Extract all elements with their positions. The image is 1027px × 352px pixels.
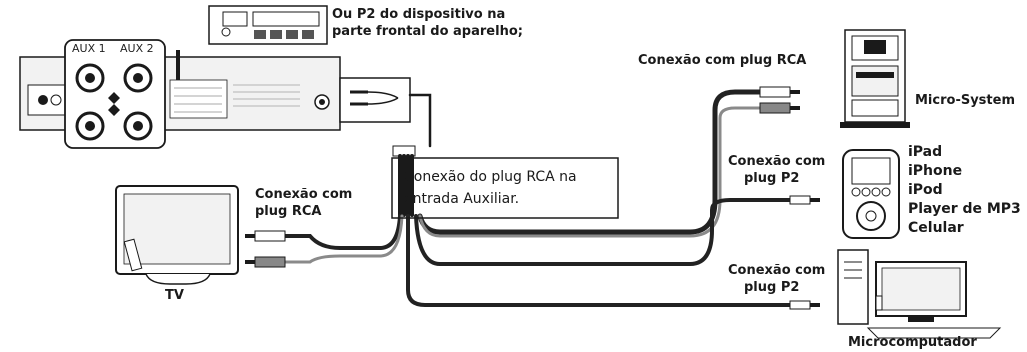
front-note-line-1: Ou P2 do dispositivo na: [332, 7, 506, 22]
front-panel-display: [208, 5, 328, 45]
rca-plugs-tv: [245, 230, 286, 268]
micro-system-label: Micro-System: [915, 93, 1015, 108]
micro-system-illustration: [840, 29, 910, 128]
rca-plugs-micro: [759, 86, 800, 114]
ipod-illustration: [842, 149, 900, 239]
p2-upper-line-2: plug P2: [744, 171, 800, 186]
aux2-label: AUX 2: [120, 42, 154, 55]
rca-top-label: Conexão com plug RCA: [638, 53, 807, 68]
device-ipad: iPad: [908, 144, 943, 160]
callout-line-1: Conexão do plug RCA na: [404, 169, 577, 185]
p2-lower-line-2: plug P2: [744, 280, 800, 295]
aux1-label: AUX 1: [72, 42, 106, 55]
device-iphone: iPhone: [908, 163, 963, 179]
computer-label: Microcomputador: [848, 335, 977, 350]
aux-jack-panel: [64, 39, 166, 149]
p2-upper-label: Conexão com plug P2: [728, 153, 825, 187]
device-mp3: Player de MP3: [908, 201, 1021, 217]
p2-lower-line-1: Conexão com: [728, 263, 826, 278]
p2-plugs: [789, 195, 820, 310]
tv-connection-line-1: Conexão com: [255, 187, 353, 202]
tv-connection-line-2: plug RCA: [255, 204, 322, 219]
front-note: Ou P2 do dispositivo na parte frontal do…: [332, 6, 523, 40]
device-ipod: iPod: [908, 182, 943, 198]
callout-box: Conexão do plug RCA na entrada Auxiliar.: [394, 160, 616, 216]
p2-upper-line-1: Conexão com: [728, 154, 826, 169]
junction-box: [339, 77, 416, 157]
tv-label: TV: [165, 288, 184, 303]
tv-connection-label: Conexão com plug RCA: [255, 186, 352, 220]
device-celular: Celular: [908, 220, 964, 236]
computer-illustration: [837, 249, 1002, 339]
front-note-line-2: parte frontal do aparelho;: [332, 24, 523, 39]
callout-line-2: entrada Auxiliar.: [404, 191, 520, 207]
devices-list: iPad iPhone iPod Player de MP3 Celular: [908, 143, 1021, 238]
tv-illustration: [115, 185, 239, 285]
p2-lower-label: Conexão com plug P2: [728, 262, 825, 296]
